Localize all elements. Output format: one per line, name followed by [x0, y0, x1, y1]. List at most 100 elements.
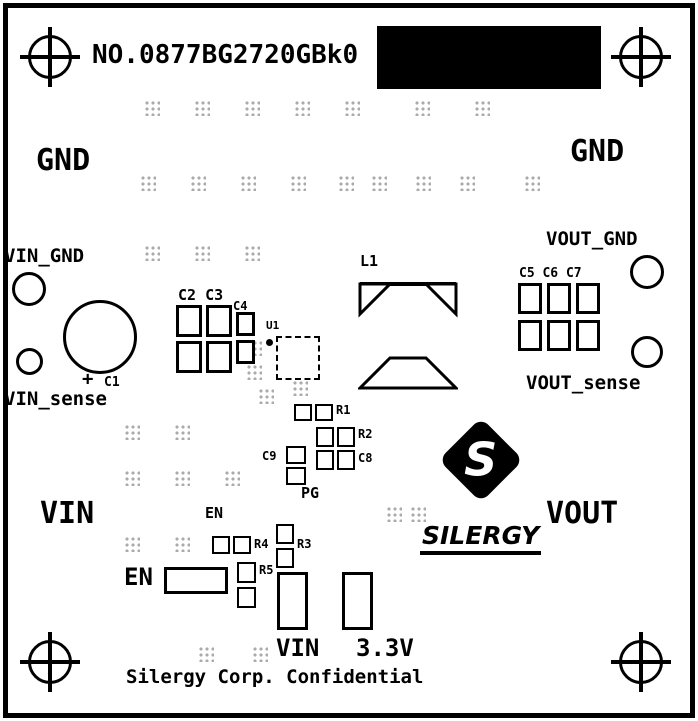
designator-r1: R1 — [336, 403, 351, 417]
connector-pad-outline — [342, 572, 373, 630]
smd-pad — [337, 427, 355, 447]
smd-pad — [576, 283, 600, 314]
logo-letter: S — [464, 432, 498, 487]
via-grid — [144, 245, 160, 261]
designator-r5: R5 — [259, 563, 274, 577]
test-point-vout-gnd — [630, 255, 664, 289]
c1-polarity-mark: + — [82, 368, 94, 390]
smd-pad — [547, 320, 571, 351]
designator-c5-c6-c7: C5 C6 C7 — [519, 266, 582, 281]
smd-pad — [236, 312, 255, 336]
via-grid — [294, 100, 310, 116]
via-grid — [246, 364, 262, 380]
redacted-black-block — [377, 26, 601, 89]
smd-pad — [176, 341, 202, 373]
via-grid — [252, 646, 268, 662]
net-label-vout-sense: VOUT_sense — [526, 372, 641, 394]
fiducial-crosshair-icon — [20, 632, 80, 692]
smd-pad — [576, 320, 600, 351]
crosshair-line — [48, 27, 52, 87]
net-label-gnd-left: GND — [36, 143, 91, 178]
smd-pad — [518, 283, 542, 314]
smd-pad — [206, 341, 232, 373]
via-grid — [459, 175, 475, 191]
test-point-vin-gnd — [12, 272, 46, 306]
designator-c2-c3: C2 C3 — [178, 286, 224, 304]
net-label-gnd-right: GND — [570, 134, 625, 169]
designator-c4: C4 — [233, 299, 248, 313]
confidential-notice: Silergy Corp. Confidential — [126, 666, 424, 688]
via-grid — [344, 100, 360, 116]
via-grid — [194, 100, 210, 116]
net-label-vin-sense: VIN_sense — [4, 388, 107, 410]
smd-pad — [315, 404, 333, 421]
via-grid — [338, 175, 354, 191]
smd-pad — [316, 450, 334, 470]
designator-l1: L1 — [360, 252, 379, 270]
smd-pad — [276, 548, 294, 568]
smd-pad — [518, 320, 542, 351]
smd-pad — [276, 524, 294, 544]
via-grid — [174, 424, 190, 440]
crosshair-line — [48, 632, 52, 692]
silergy-wordmark: SILERGY — [420, 522, 542, 555]
net-label-pg: PG — [301, 484, 320, 502]
net-label-vout: VOUT — [546, 496, 619, 531]
capacitor-c1-outline — [63, 300, 137, 374]
via-grid — [474, 100, 490, 116]
en-header-outline — [164, 567, 228, 594]
ic-u1-outline — [276, 336, 320, 380]
designator-c8: C8 — [358, 451, 373, 465]
via-grid — [224, 470, 240, 486]
fiducial-crosshair-icon — [611, 27, 671, 87]
via-grid — [292, 380, 308, 396]
designator-c1: C1 — [104, 375, 120, 390]
smd-pad — [237, 562, 256, 583]
via-grid — [258, 388, 274, 404]
via-grid — [414, 100, 430, 116]
via-grid — [524, 175, 540, 191]
fiducial-crosshair-icon — [611, 632, 671, 692]
via-grid — [415, 175, 431, 191]
smd-pad — [236, 340, 255, 364]
via-grid — [190, 175, 206, 191]
connector-pad-outline — [277, 572, 308, 630]
via-grid — [174, 536, 190, 552]
inductor-footprint — [358, 282, 458, 390]
via-grid — [371, 175, 387, 191]
via-grid — [124, 536, 140, 552]
board-outline — [3, 3, 695, 718]
connector-label-en: EN — [124, 563, 153, 591]
pin1-dot — [266, 339, 273, 346]
designator-r3: R3 — [297, 537, 312, 551]
via-grid — [124, 424, 140, 440]
via-grid — [244, 245, 260, 261]
via-grid — [386, 506, 402, 522]
designator-c9: C9 — [262, 449, 277, 463]
smd-pad — [176, 305, 202, 337]
via-grid — [124, 470, 140, 486]
smd-pad — [286, 467, 306, 485]
net-label-vout-gnd: VOUT_GND — [546, 228, 638, 250]
via-grid — [410, 506, 426, 522]
crosshair-line — [639, 27, 643, 87]
via-grid — [140, 175, 156, 191]
fiducial-crosshair-icon — [20, 27, 80, 87]
bottom-label-vin: VIN — [276, 634, 320, 662]
smd-pad — [294, 404, 312, 421]
designator-u1: U1 — [266, 319, 280, 332]
board-part-number: NO.0877BG2720GBk0 — [92, 40, 359, 70]
smd-pad — [286, 446, 306, 464]
net-label-en: EN — [205, 504, 224, 522]
designator-r4: R4 — [254, 537, 269, 551]
smd-pad — [337, 450, 355, 470]
via-grid — [240, 175, 256, 191]
smd-pad — [547, 283, 571, 314]
net-label-vin-gnd: VIN_GND — [4, 245, 85, 267]
smd-pad — [206, 305, 232, 337]
smd-pad — [237, 587, 256, 608]
net-label-vin: VIN — [40, 496, 95, 531]
via-grid — [198, 646, 214, 662]
smd-pad — [233, 536, 251, 554]
